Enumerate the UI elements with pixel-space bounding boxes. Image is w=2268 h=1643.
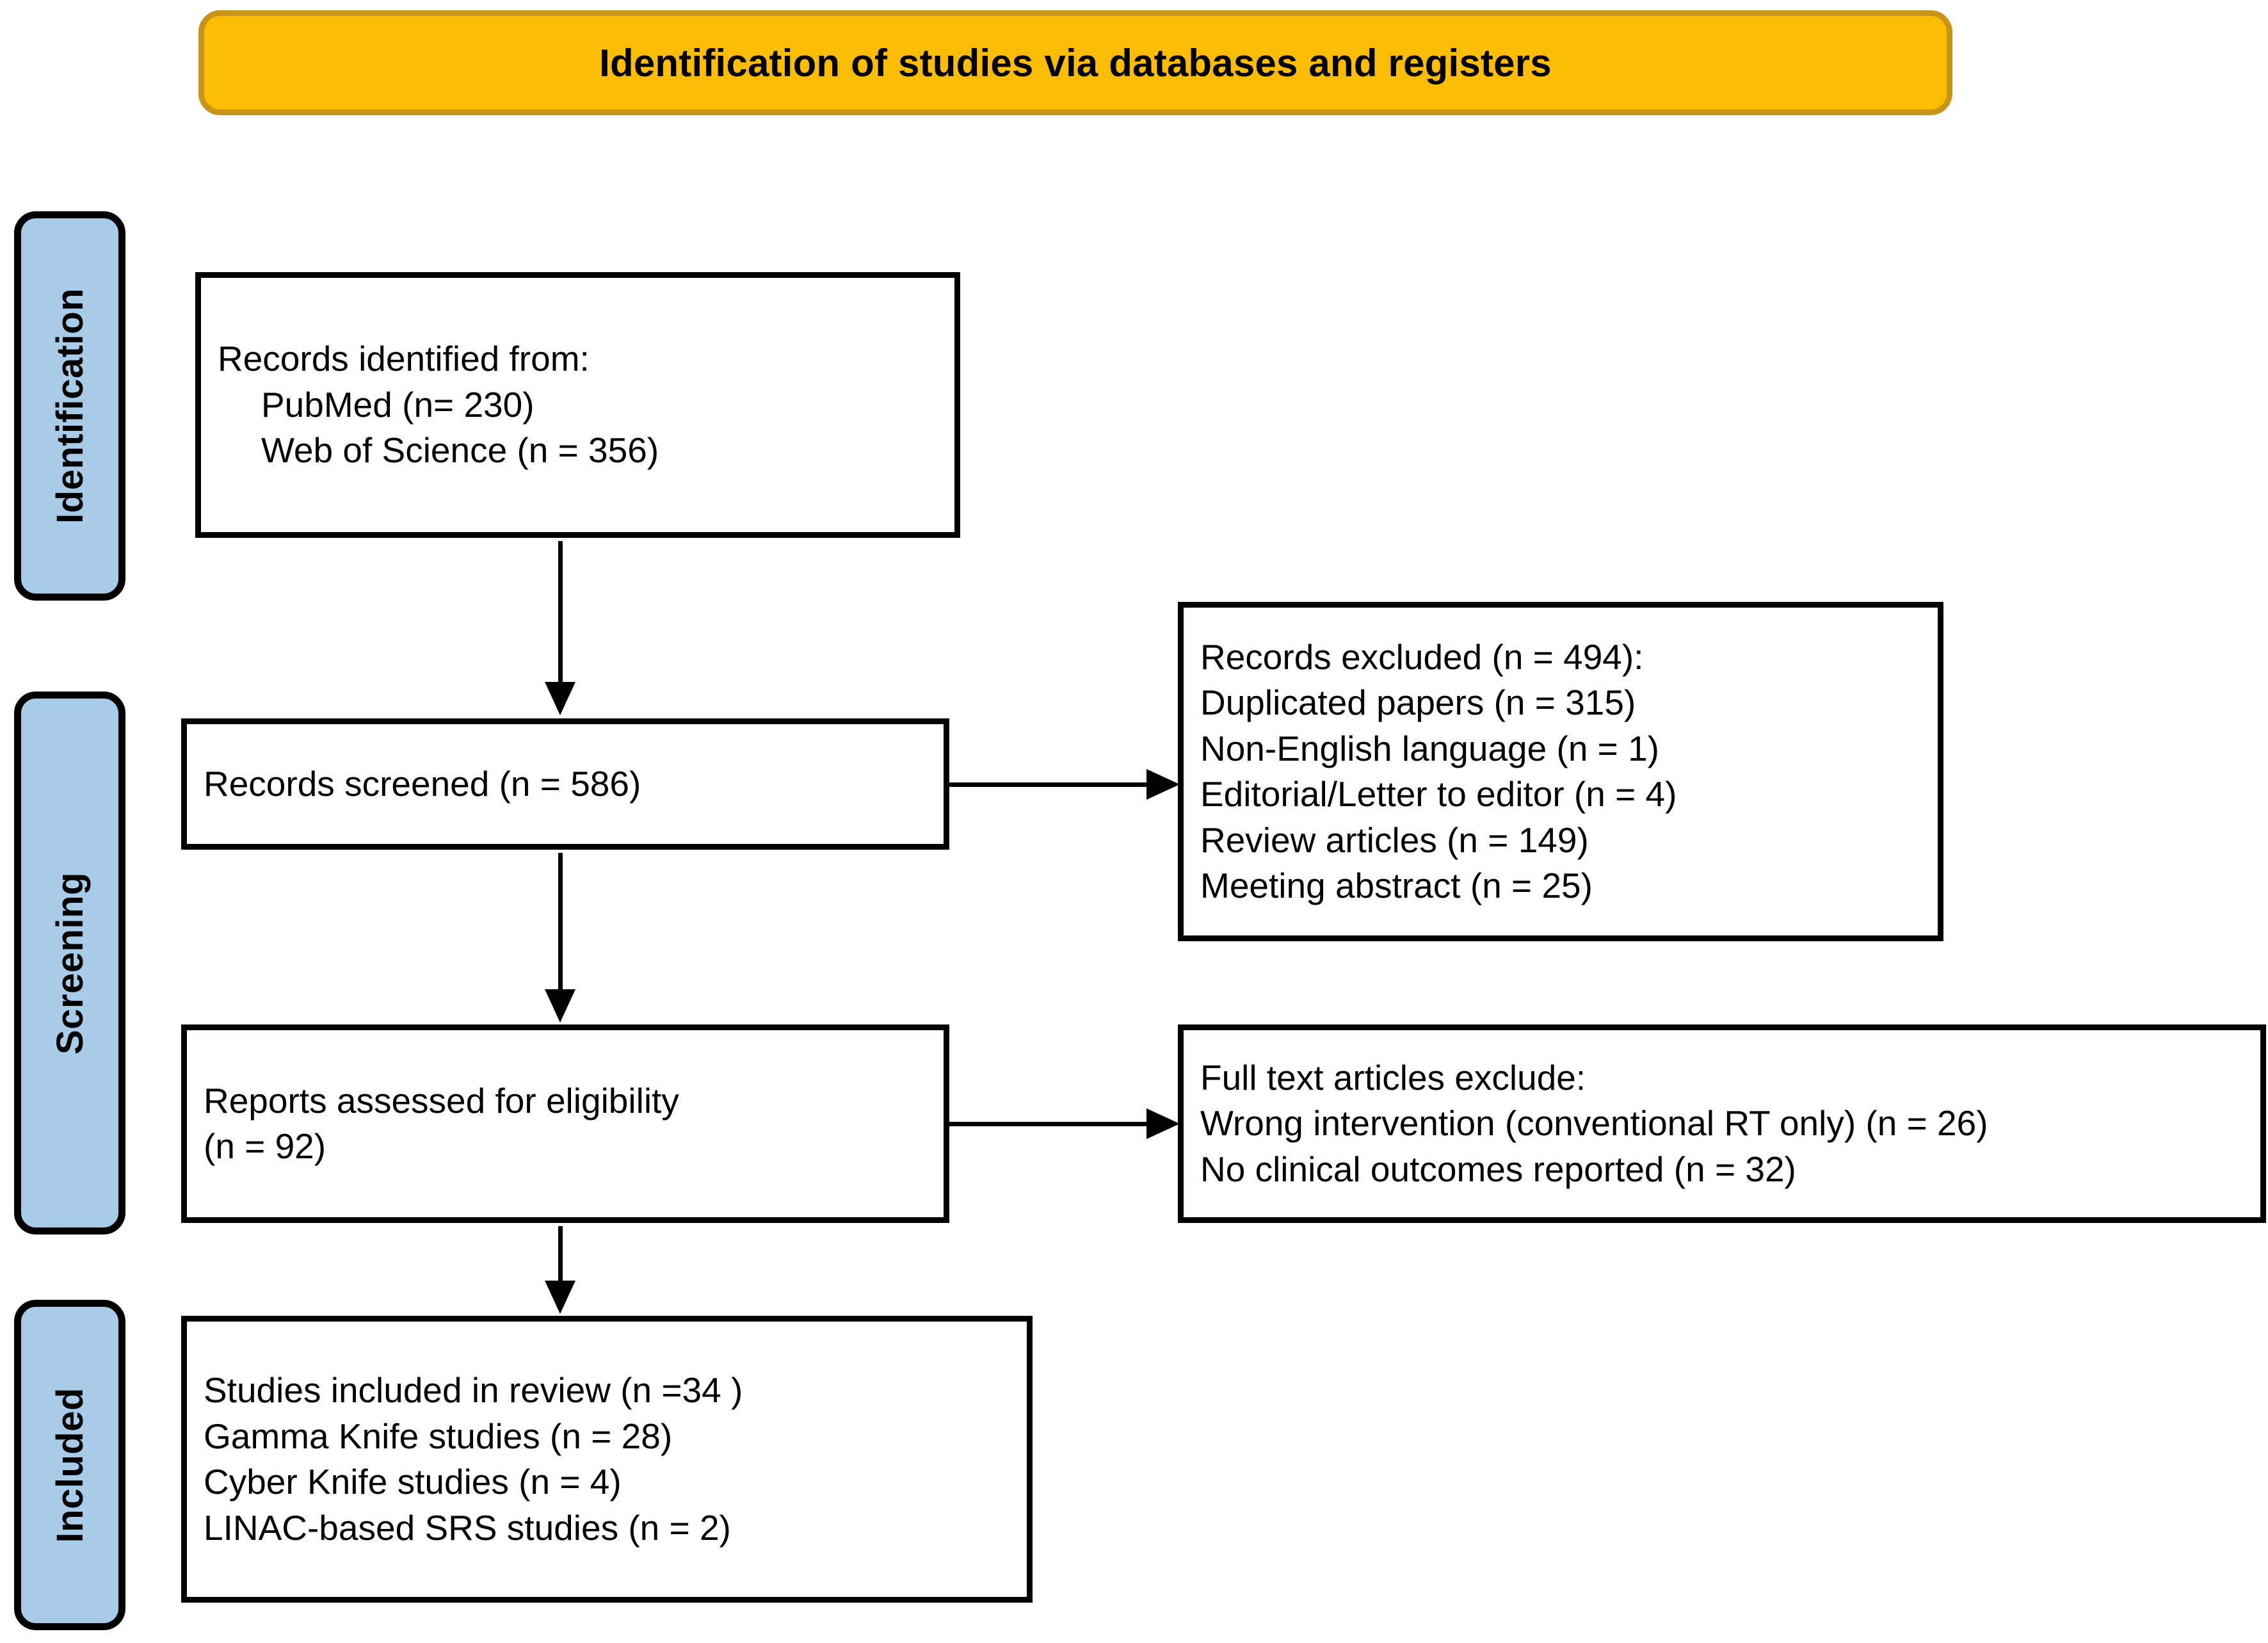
box-line: Editorial/Letter to editor (n = 4) bbox=[1200, 774, 1677, 814]
diagram-header-banner: Identification of studies via databases … bbox=[198, 10, 1952, 115]
box-records-excluded: Records excluded (n = 494): Duplicated p… bbox=[1178, 602, 1943, 941]
box-line: Studies included in review (n =34 ) bbox=[204, 1370, 743, 1410]
box-line: No clinical outcomes reported (n = 32) bbox=[1200, 1149, 1796, 1189]
box-line: Duplicated papers (n = 315) bbox=[1200, 683, 1636, 722]
arrow-shaft bbox=[558, 853, 563, 989]
page-title: Identification of studies via databases … bbox=[599, 41, 1552, 85]
arrow-head-down-icon bbox=[545, 989, 575, 1023]
arrow-head-right-icon bbox=[1146, 1108, 1180, 1139]
arrow-head-down-icon bbox=[545, 682, 575, 715]
arrow-shaft bbox=[949, 1122, 1148, 1126]
box-line: Gamma Knife studies (n = 28) bbox=[204, 1416, 673, 1456]
arrow-head-right-icon bbox=[1146, 769, 1180, 800]
box-line: Full text articles exclude: bbox=[1200, 1057, 1586, 1097]
arrow-screened-to-excluded bbox=[949, 765, 1180, 804]
arrow-eligibility-to-included bbox=[541, 1226, 579, 1314]
arrow-screened-to-eligibility bbox=[541, 853, 579, 1023]
box-line: Records excluded (n = 494): bbox=[1200, 636, 1644, 677]
box-line: PubMed (n= 230) bbox=[261, 384, 535, 425]
box-line: Web of Science (n = 356) bbox=[261, 430, 659, 471]
stage-label-included: Included bbox=[49, 1387, 91, 1543]
box-reports-assessed-eligibility: Reports assessed for eligibility (n = 92… bbox=[181, 1024, 949, 1223]
box-line: Review articles (n = 149) bbox=[1200, 820, 1589, 860]
box-line: Cyber Knife studies (n = 4) bbox=[204, 1462, 622, 1501]
box-line: Reports assessed for eligibility bbox=[204, 1080, 679, 1121]
arrow-shaft bbox=[558, 1226, 563, 1281]
box-line: Non-English language (n = 1) bbox=[1200, 728, 1659, 768]
box-records-screened: Records screened (n = 586) bbox=[181, 718, 949, 850]
stage-label-screening: Screening bbox=[49, 871, 91, 1055]
stage-label-identification: Identification bbox=[49, 288, 91, 524]
arrow-eligibility-to-fulltext-excluded bbox=[949, 1105, 1180, 1143]
box-studies-included: Studies included in review (n =34 ) Gamm… bbox=[181, 1316, 1033, 1603]
stage-bar-screening: Screening bbox=[14, 692, 125, 1234]
arrow-identified-to-screened bbox=[541, 541, 579, 715]
stage-bar-identification: Identification bbox=[14, 211, 125, 601]
box-line: LINAC-based SRS studies (n = 2) bbox=[204, 1507, 731, 1548]
stage-bar-included: Included bbox=[14, 1300, 125, 1630]
arrow-shaft bbox=[558, 541, 563, 682]
box-line: Wrong intervention (conventional RT only… bbox=[1200, 1103, 1988, 1144]
box-line: Records identified from: bbox=[218, 339, 590, 379]
arrow-shaft bbox=[949, 782, 1148, 787]
box-fulltext-articles-excluded: Full text articles exclude: Wrong interv… bbox=[1178, 1024, 2266, 1223]
box-line: Meeting abstract (n = 25) bbox=[1200, 866, 1593, 905]
box-line: Records screened (n = 586) bbox=[204, 763, 641, 804]
box-records-identified: Records identified from: PubMed (n= 230)… bbox=[195, 272, 960, 538]
arrow-head-down-icon bbox=[545, 1281, 575, 1314]
box-line: (n = 92) bbox=[204, 1126, 326, 1166]
